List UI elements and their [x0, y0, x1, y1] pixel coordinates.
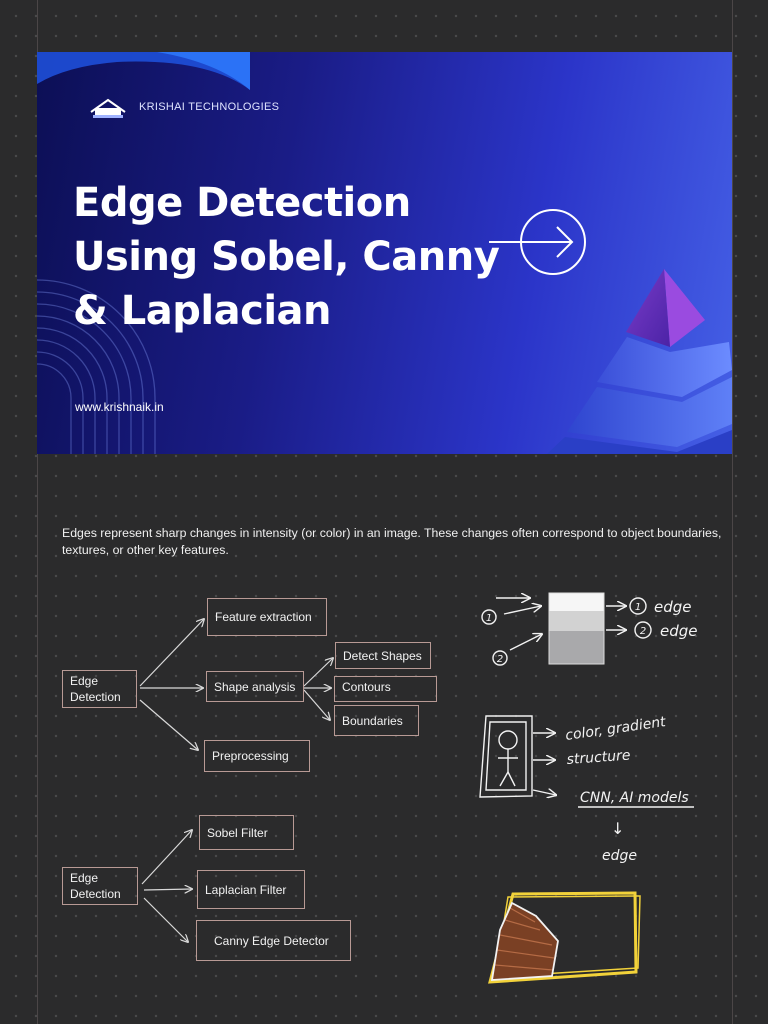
banner-decoration — [37, 52, 732, 454]
diagram2-root-line1: Edge — [70, 871, 99, 885]
website-link[interactable]: www.krishnaik.in — [75, 400, 164, 414]
brand-name: KRISHAI TECHNOLOGIES — [139, 101, 280, 113]
diagram2-root-line2: Detection — [70, 887, 121, 901]
sketch-label-1: edge — [654, 598, 692, 616]
brand-logo-icon — [90, 98, 126, 118]
page-title: Edge Detection Using Sobel, Canny & Lapl… — [73, 176, 503, 338]
boundaries-box: Boundaries — [334, 705, 419, 736]
canny-edge-detector-box: Canny Edge Detector — [196, 920, 351, 961]
contours-box: Contours — [334, 676, 437, 702]
edge-highlight-sketch — [488, 891, 641, 984]
preprocessing-box: Preprocessing — [204, 740, 310, 772]
diagram1-root-line1: Edge — [70, 674, 99, 688]
feature-extraction-box: Feature extraction — [207, 598, 327, 636]
person-frame-sketch — [479, 715, 694, 808]
brand: KRISHAI TECHNOLOGIES — [87, 94, 279, 120]
title-banner: KRISHAI TECHNOLOGIES Edge Detection Usin… — [37, 52, 732, 454]
shape-analysis-box: Shape analysis — [206, 671, 304, 702]
sketch-note-edge: edge — [602, 848, 637, 864]
sketch-down-arrow: ↓ — [611, 819, 624, 838]
intro-paragraph: Edges represent sharp changes in intensi… — [62, 526, 722, 557]
detect-shapes-box: Detect Shapes — [335, 642, 431, 669]
arrow-right-circle-icon — [489, 209, 586, 275]
right-margin-line — [732, 0, 733, 1024]
sketch-marker-1: 1 — [486, 613, 492, 624]
diagram2-root-box: Edge Detection — [62, 867, 138, 905]
title-line-1: Edge Detection — [73, 180, 411, 226]
sketch-marker-2: 2 — [497, 654, 503, 665]
sketch-label-2-num: 2 — [640, 626, 646, 637]
sketch-label-1-num: 1 — [635, 602, 641, 613]
title-line-3: & Laplacian — [73, 288, 332, 334]
title-line-2: Using Sobel, Canny — [73, 234, 500, 280]
laplacian-filter-box: Laplacian Filter — [197, 870, 305, 909]
sketch-note-structure: structure — [566, 748, 631, 768]
sketch-note-cnn: CNN, AI models — [580, 790, 689, 806]
left-margin-line — [37, 0, 38, 1024]
diagram1-root-line2: Detection — [70, 690, 121, 704]
sobel-filter-box: Sobel Filter — [199, 815, 294, 850]
diagram1-root-box: Edge Detection — [62, 670, 137, 708]
sketch-label-2: edge — [660, 622, 698, 640]
sketch-note-color-gradient: color, gradient — [564, 714, 667, 744]
intensity-step-sketch: 1 2 1 2 edge edge — [481, 592, 698, 666]
